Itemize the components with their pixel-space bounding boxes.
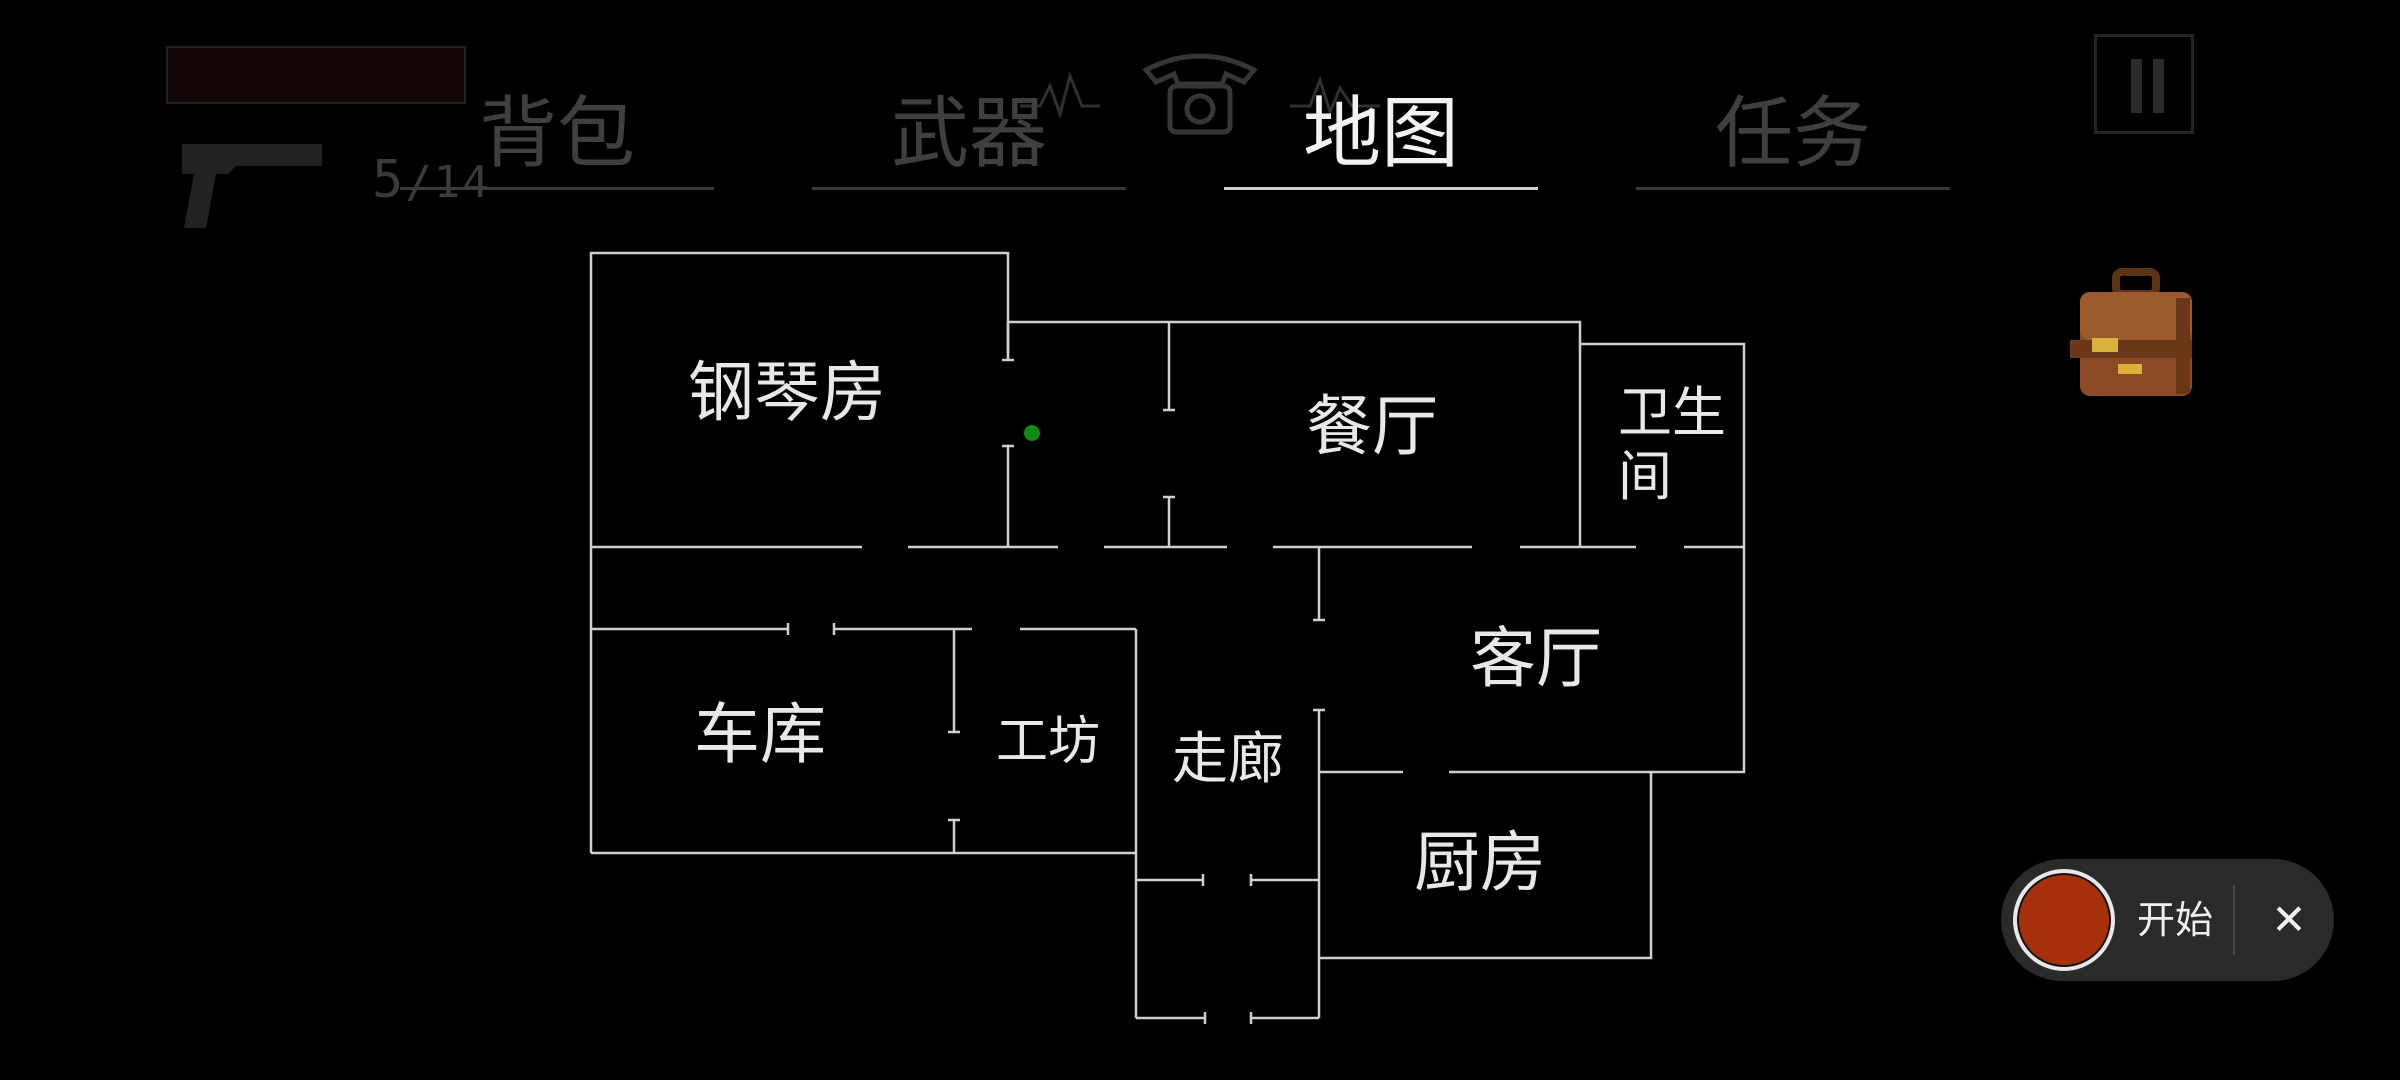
health-bar [166, 46, 466, 104]
tab-weapons-label: 武器 [890, 89, 1047, 179]
screen-recorder-widget: 开始 ✕ [2001, 859, 2334, 981]
pause-icon-bar-right [2153, 59, 2164, 113]
close-icon[interactable]: ✕ [2271, 895, 2307, 944]
room-label-dining: 餐厅 [1306, 388, 1438, 465]
tab-quests-label: 任务 [1714, 89, 1871, 179]
pause-button[interactable] [2094, 34, 2194, 134]
tab-map-label: 地图 [1302, 89, 1459, 179]
room-label-piano: 钢琴房 [688, 354, 886, 431]
ammo-current: 5 [372, 150, 406, 210]
ammo-counter: 5/14 [372, 150, 491, 210]
room-label-garage: 车库 [694, 696, 826, 773]
tab-backpack-label: 背包 [478, 89, 635, 179]
recorder-divider [2233, 885, 2235, 955]
room-label-living: 客厅 [1470, 620, 1602, 697]
record-button[interactable] [2013, 869, 2115, 971]
pause-icon [2131, 59, 2142, 113]
heartbeat-icon [1020, 71, 1380, 120]
room-label-workshop: 工坊 [996, 712, 1101, 772]
room-label-kitchen: 厨房 [1414, 824, 1546, 901]
phone-icon [1142, 53, 1258, 135]
room-label-bathroom-line1: 卫生 [1618, 381, 1726, 444]
start-recording-label[interactable]: 开始 [2137, 898, 2214, 942]
briefcase-icon[interactable] [2066, 268, 2202, 404]
tab-weapons[interactable]: 武器 [812, 78, 1126, 190]
tab-map[interactable]: 地图 [1224, 78, 1538, 190]
tab-quests[interactable]: 任务 [1636, 78, 1950, 190]
room-label-bathroom-line2: 间 [1618, 445, 1672, 508]
tab-backpack[interactable]: 背包 [400, 78, 714, 190]
ammo-max: /14 [405, 157, 491, 208]
pistol-icon [182, 144, 322, 228]
room-label-corridor: 走廊 [1172, 727, 1284, 792]
player-marker [1024, 425, 1040, 441]
